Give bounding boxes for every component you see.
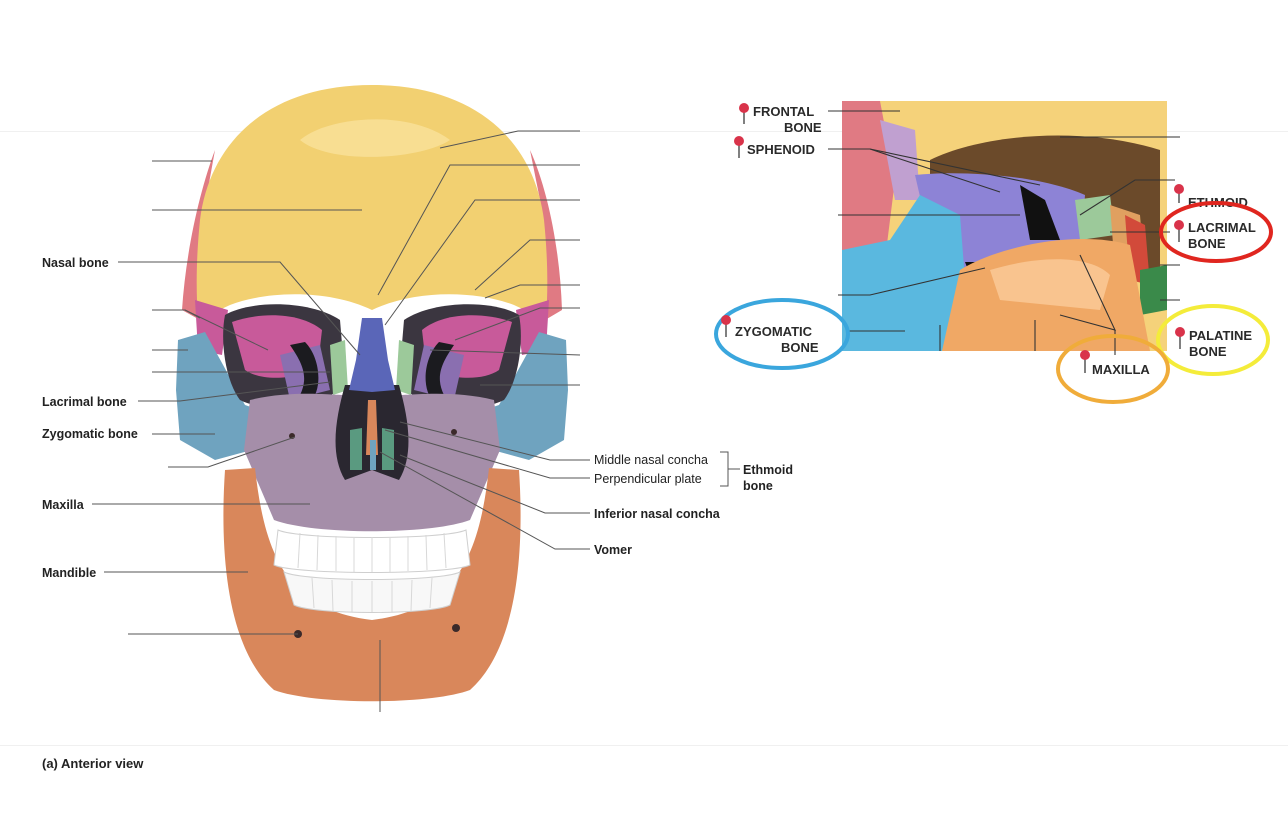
parietal-bone-right xyxy=(530,150,562,320)
highlight-circle-zygomatic xyxy=(714,298,850,370)
label-nasal-bone: Nasal bone xyxy=(42,256,109,270)
orbit-label-palatine-bone: BONE xyxy=(1189,344,1227,359)
orbit-label-zygomatic: ZYGOMATIC xyxy=(735,324,813,339)
label-mandible: Mandible xyxy=(42,566,96,580)
orbit-label-sphenoid: SPHENOID xyxy=(747,142,815,157)
label-lacrimal-bone: Lacrimal bone xyxy=(42,395,127,409)
label-maxilla: Maxilla xyxy=(42,498,85,512)
label-ethmoid-bone: bone xyxy=(743,479,773,493)
pin-icon xyxy=(1080,350,1090,373)
orbit-leader-lines xyxy=(828,110,1180,355)
lacrimal-right xyxy=(396,340,414,395)
pin-icon xyxy=(1174,220,1184,242)
mandible-illustration xyxy=(223,468,521,702)
label-perpendicular-plate: Perpendicular plate xyxy=(594,472,702,486)
label-zygomatic-bone: Zygomatic bone xyxy=(42,427,138,441)
highlight-circle-maxilla xyxy=(1056,334,1170,404)
pin-icon xyxy=(739,103,749,124)
teeth xyxy=(273,529,471,613)
orbit-labels: FRONTAL BONE SPHENOID ETHMOID LACRIMAL B… xyxy=(714,103,1273,404)
lacrimal-left xyxy=(330,340,348,395)
label-middle-nasal-concha: Middle nasal concha xyxy=(594,453,708,467)
figure-caption: (a) Anterior view xyxy=(42,756,144,771)
orbit-label-frontal-bone: BONE xyxy=(784,120,822,135)
orbit-label-lacrimal: LACRIMAL xyxy=(1188,220,1256,235)
label-ethmoid: Ethmoid xyxy=(743,463,793,477)
pin-icon xyxy=(1175,327,1185,349)
pin-icon xyxy=(1174,184,1184,203)
orbit-illustration xyxy=(842,101,1167,351)
orbit-label-zygomatic-bone: BONE xyxy=(781,340,819,355)
highlight-circle-lacrimal xyxy=(1159,201,1273,263)
anterior-leader-lines xyxy=(92,130,740,712)
anterior-labels: Nasal bone Lacrimal bone Zygomatic bone … xyxy=(42,256,793,771)
anterior-skull-illustration xyxy=(176,85,568,702)
highlight-circle-palatine xyxy=(1156,304,1270,376)
pin-icon xyxy=(734,136,744,158)
orbit-label-maxilla: MAXILLA xyxy=(1092,362,1150,377)
orbit-label-frontal: FRONTAL xyxy=(753,104,814,119)
pin-icon xyxy=(721,315,731,337)
nasal-bones xyxy=(349,318,395,392)
label-vomer: Vomer xyxy=(594,543,632,557)
orbit-label-lacrimal-bone: BONE xyxy=(1188,236,1226,251)
orbit-label-palatine: PALATINE xyxy=(1189,328,1252,343)
label-inferior-nasal-concha: Inferior nasal concha xyxy=(594,507,721,521)
